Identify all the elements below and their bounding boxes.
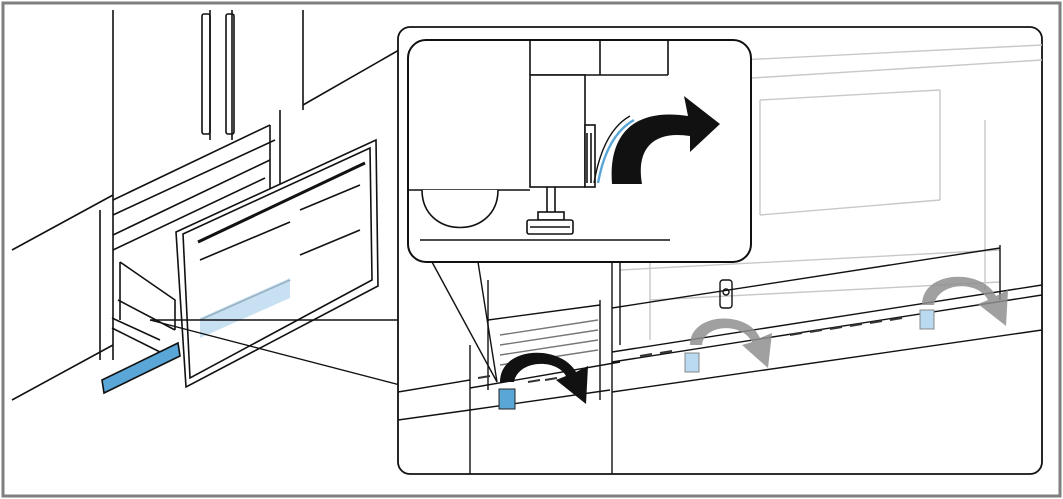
- clip-highlight: [685, 353, 699, 372]
- clip-highlight: [920, 310, 934, 329]
- clip-highlight: [499, 389, 515, 409]
